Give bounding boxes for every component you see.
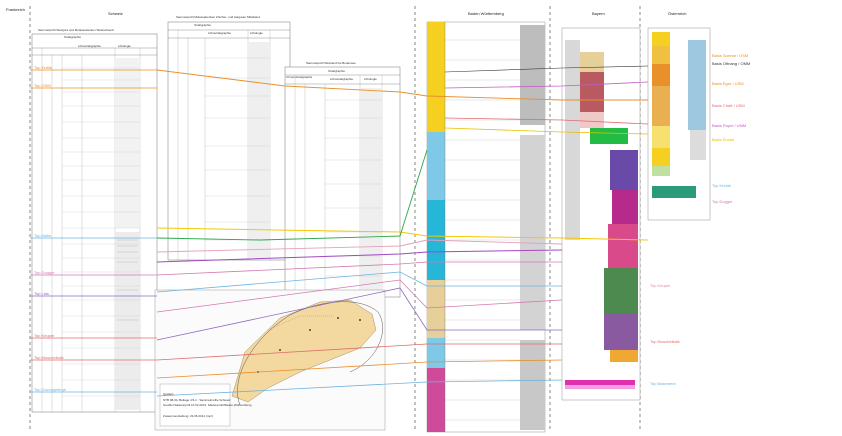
quellen-title: Quellen: (163, 392, 175, 396)
region-oesterreich: Österreich (668, 11, 687, 16)
column-title-zuercher: Sammelprofil Molassebecken Zürcher- und … (176, 15, 260, 19)
region-frankreich: Frankreich (6, 7, 25, 12)
zuercher-header-stratigraphie: Stratigraphie (194, 23, 212, 27)
westjura-header-lithologie: Lithologie (118, 44, 131, 48)
region-schweiz: Schweiz (108, 11, 123, 16)
region-baden-wuerttemberg: Baden Württemberg (468, 11, 504, 16)
left-horizon-label: Top Muschelkalk (34, 355, 64, 360)
right-horizon-label: Basis Rupel / UMM (712, 123, 747, 128)
left-horizon-label: Top Tertiär (34, 65, 53, 70)
left-horizon-label: Top Dogger (34, 270, 55, 275)
quellen-compiled: Zusammenstellung: 23.06.2014 (mpr) (163, 414, 214, 418)
right-horizon-label: Basis Eger / USM (712, 81, 744, 86)
right-horizon-label: Basis Ottnang / OMM (712, 61, 751, 66)
right-horizon-label: Top Kreide (712, 183, 732, 188)
right-horizon-label: Basis Sarmat / OSM (712, 53, 749, 58)
quellen-line: GeoMol Säulenprofil 10.02.2014: Säulenpr… (163, 403, 252, 407)
right-horizon-label: Basis Eozän (712, 137, 735, 142)
left-horizon-label: Top Lias (34, 291, 49, 296)
left-horizon-label: Top Grundgebirge (34, 387, 67, 392)
zuercher-header-lithostratigraphie: Lithostratigraphie (208, 31, 232, 35)
column-title-westjura: Sammelprofil Westjura und Molassebecken … (38, 28, 114, 32)
right-horizon-label: Top Muschelkalk (650, 339, 680, 344)
oesterreich-column (647, 27, 711, 221)
bodensee-header-stratigraphie: Stratigraphie (328, 69, 346, 73)
right-horizon-label: Top Basement (650, 381, 676, 386)
westjura-header-lithostratigraphie: Lithostratigraphie (78, 44, 102, 48)
left-horizon-label: Top Keuper (34, 333, 55, 338)
zuercher-header-lithologie: Lithologie (250, 31, 263, 35)
bodensee-header-lithologie: Lithologie (364, 77, 377, 81)
bodensee-header-chronostratigraphie: Chronostratigraphie (286, 75, 313, 79)
bodensee-column (284, 66, 401, 298)
baden-wuerttemberg-column (426, 21, 546, 433)
bayern-column (561, 27, 641, 401)
right-horizon-label: Basis Chatt / USM (712, 103, 745, 108)
right-horizon-label: Top Keuper (650, 283, 671, 288)
left-horizon-label: Top Malm (34, 233, 52, 238)
westjura-header-stratigraphie: Stratigraphie (64, 35, 82, 39)
location-map (154, 289, 386, 431)
right-horizon-label: Top Dogger (712, 199, 733, 204)
left-horizon-leaders (30, 69, 157, 393)
bodensee-header-lithostratigraphie: Lithostratigraphie (330, 77, 354, 81)
left-horizon-label: Top OSM (34, 83, 51, 88)
quellen-line: NTB 08-04, Beilage 4.5-1 : Sammelprofile… (163, 398, 231, 402)
westjura-column (31, 33, 158, 413)
correlation-lines (156, 65, 649, 397)
region-bayern: Bayern (592, 11, 605, 16)
zuercher-column (167, 21, 291, 261)
column-title-bodensee: Sammelprofil Weinland bis Bodensee (306, 61, 356, 65)
